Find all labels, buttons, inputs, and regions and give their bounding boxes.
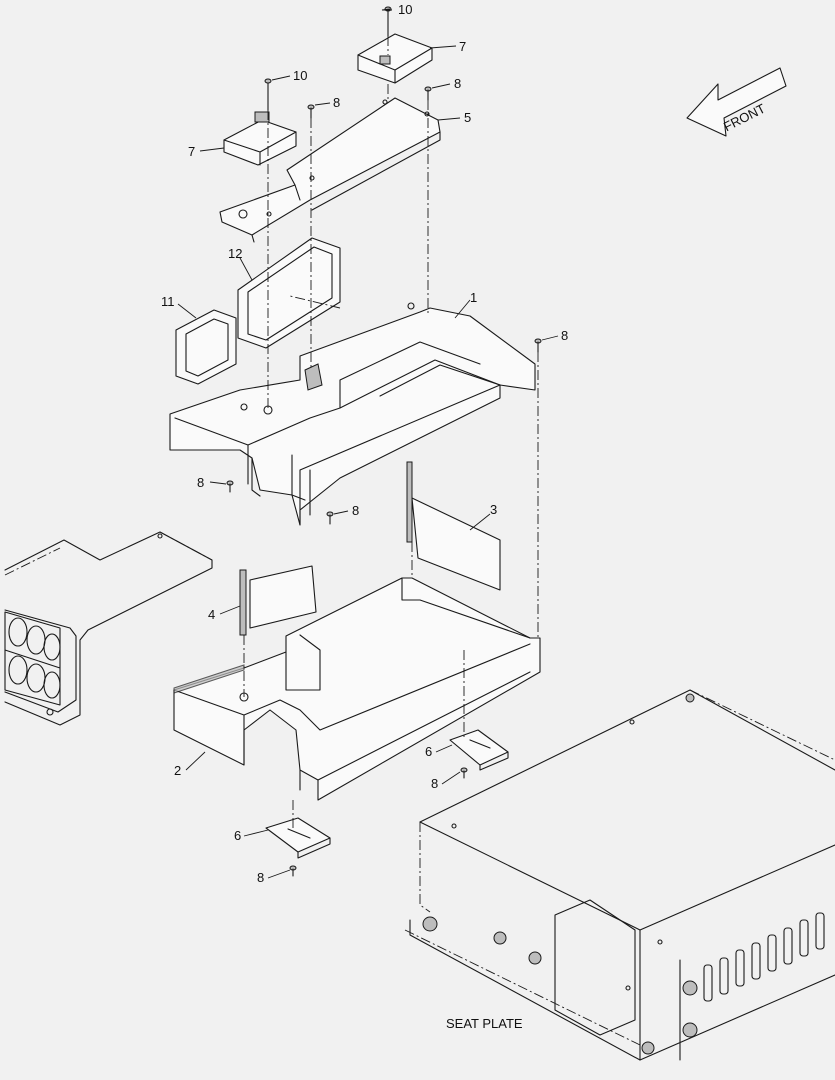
callout: 8 — [454, 76, 461, 91]
callout: 1 — [470, 290, 477, 305]
adjacent-console — [4, 531, 213, 726]
screw-10-upper — [384, 6, 392, 37]
callout: 8 — [197, 475, 204, 490]
callouts: 10 7 8 5 10 8 7 12 11 1 8 8 8 3 4 2 6 8 … — [161, 2, 568, 885]
part-5-bracket — [219, 97, 441, 243]
front-arrow: FRONT — [686, 67, 787, 137]
callout: 10 — [293, 68, 307, 83]
callout: 8 — [352, 503, 359, 518]
callout: 3 — [490, 502, 497, 517]
callout: 8 — [561, 328, 568, 343]
part-4-damper — [239, 565, 317, 636]
callout: 12 — [228, 246, 242, 261]
screw-10-lower — [264, 78, 272, 111]
part-2-lower-duct — [173, 577, 541, 801]
callout: 6 — [234, 828, 241, 843]
part-11-seal — [175, 309, 237, 385]
callout: 8 — [431, 776, 438, 791]
assembly-lines — [243, 36, 539, 830]
callout: 2 — [174, 763, 181, 778]
callout: 7 — [459, 39, 466, 54]
callout: 8 — [333, 95, 340, 110]
part-1-duct — [169, 302, 536, 526]
part-12-seal — [237, 237, 341, 349]
part-6-plate-right — [449, 729, 509, 771]
callout: 5 — [464, 110, 471, 125]
part-7-block-upper — [357, 33, 433, 84]
callout: 7 — [188, 144, 195, 159]
seat-plate-box — [404, 689, 835, 1061]
callout: 11 — [161, 294, 175, 309]
vent-slots — [703, 912, 825, 1002]
seat-plate-caption: SEAT PLATE — [446, 1016, 523, 1031]
callout: 6 — [425, 744, 432, 759]
part-7-block-lower — [223, 111, 297, 166]
part-3-damper — [406, 461, 501, 591]
part-6-plate-left — [265, 817, 331, 859]
callout: 8 — [257, 870, 264, 885]
callout: 10 — [398, 2, 412, 17]
leader-lines — [177, 8, 559, 879]
callout: 4 — [208, 607, 215, 622]
screws-8 — [226, 86, 542, 877]
